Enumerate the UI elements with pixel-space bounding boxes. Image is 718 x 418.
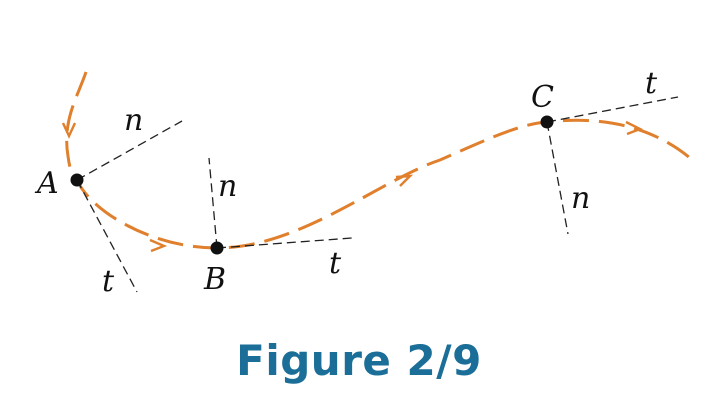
normal-label-a: n	[124, 103, 143, 138]
particle-path	[65, 71, 691, 250]
tangent-label-a: t	[102, 264, 115, 299]
point-b-label: B	[203, 262, 226, 297]
direction-arrow-icon	[61, 122, 77, 139]
tangent-axis-a	[76, 179, 138, 293]
direction-arrow-icon	[395, 174, 414, 187]
direction-arrow-icon	[625, 120, 643, 136]
normal-axis-c	[546, 121, 569, 235]
tangent-label-b: t	[329, 246, 342, 281]
figure-caption: Figure 2/9	[236, 336, 482, 385]
point-c-label: C	[531, 80, 554, 115]
normal-axis-b	[208, 157, 218, 249]
normal-axis-a	[76, 120, 183, 181]
tangent-axis-c	[546, 96, 679, 123]
point-a-label: A	[34, 166, 59, 201]
normal-label-b: n	[218, 169, 237, 204]
direction-arrow-icon	[149, 238, 168, 253]
tangent-axis-b	[216, 237, 353, 249]
point-a-marker	[70, 173, 84, 187]
point-b-marker	[210, 241, 224, 255]
tangent-label-c: t	[645, 66, 658, 101]
point-c-marker	[540, 115, 554, 129]
normal-label-c: n	[571, 181, 590, 216]
